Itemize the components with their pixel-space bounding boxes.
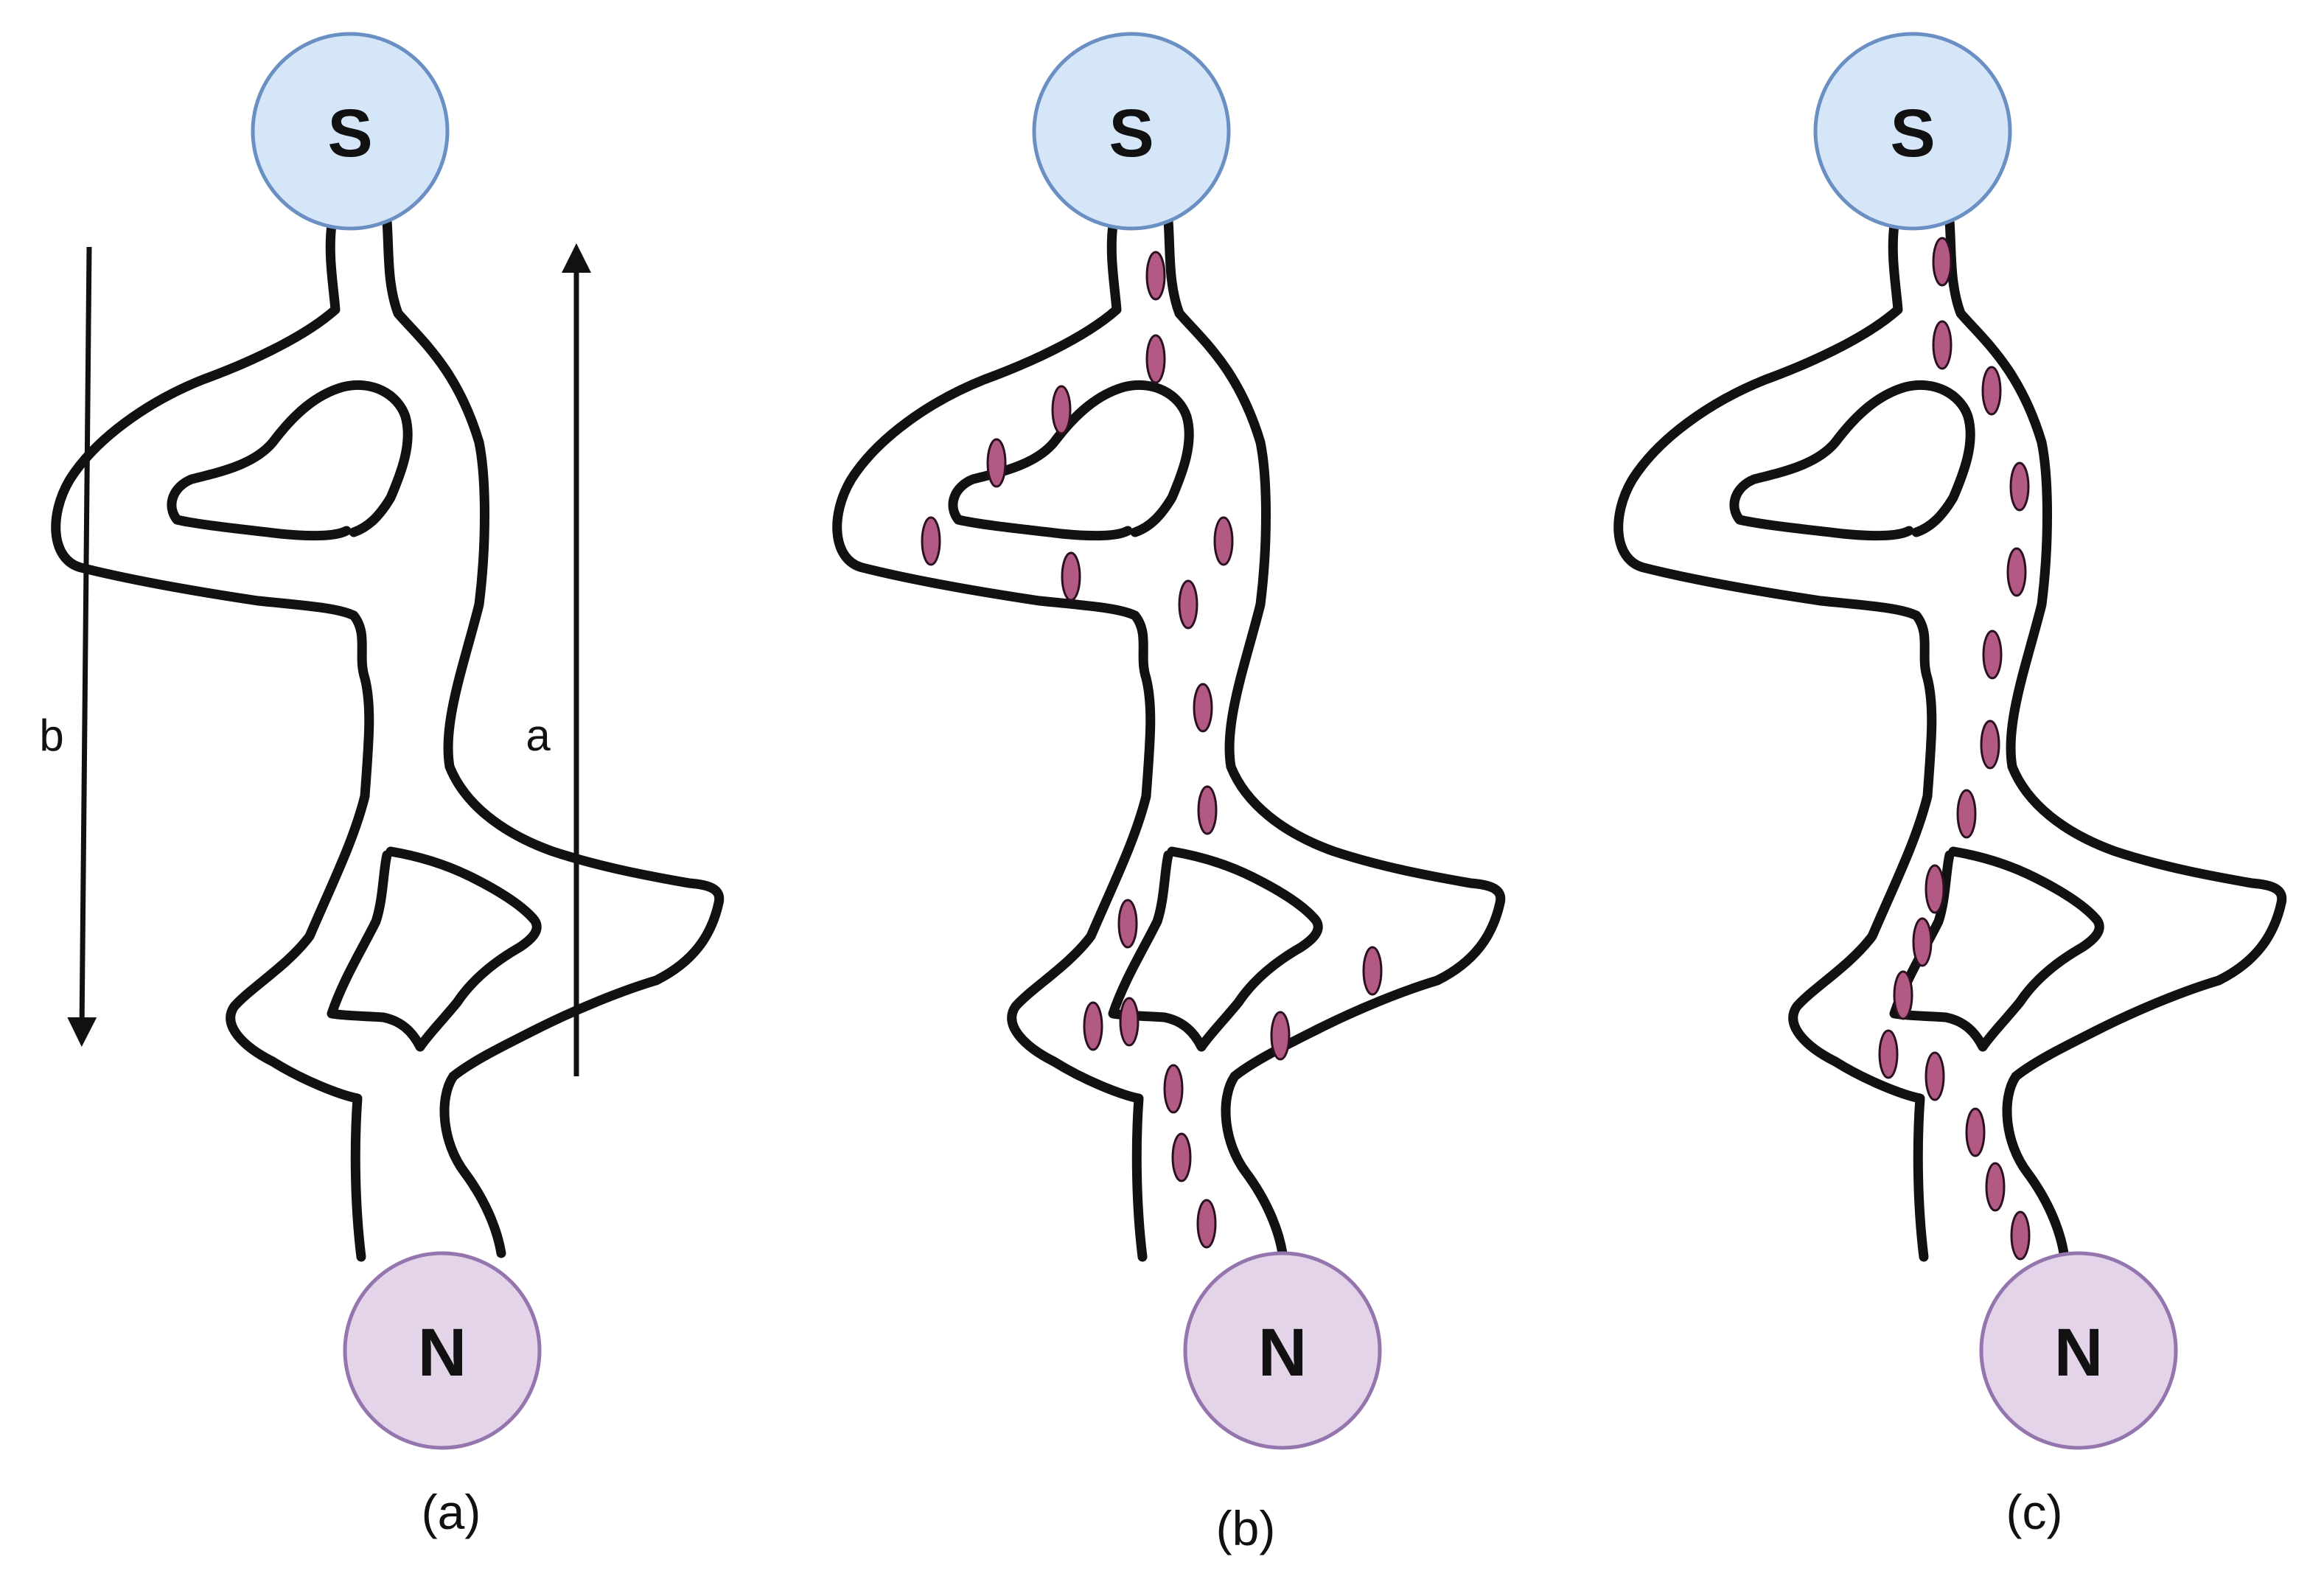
arrow-label-b: b (39, 711, 63, 760)
source-label: S (1109, 96, 1154, 171)
source-circle (251, 32, 450, 231)
sink-label: N (2054, 1315, 2103, 1390)
source-label: S (327, 96, 372, 171)
channel-network (1619, 221, 2282, 1257)
particle (1912, 917, 1933, 967)
panel-b: S N (b) (837, 32, 1501, 1555)
particle (1893, 970, 1913, 1020)
source-circle (1032, 32, 1231, 231)
particle (1213, 516, 1234, 566)
source-node: S (1813, 32, 2012, 231)
sink-circle (343, 1251, 542, 1450)
particle (1061, 551, 1081, 602)
particle (1980, 719, 2000, 770)
sink-circle (1979, 1251, 2178, 1450)
particle (1178, 579, 1198, 630)
sink-label: N (418, 1315, 467, 1390)
particle (1932, 237, 1953, 287)
source-circle (1813, 32, 2012, 231)
source-node: S (1032, 32, 1231, 231)
particle (986, 438, 1007, 488)
particle (1981, 366, 2002, 416)
particle (1270, 1011, 1291, 1061)
particle (1925, 1051, 1945, 1101)
sink-node: N (1183, 1251, 1382, 1450)
particle (1163, 1064, 1184, 1114)
particle (1878, 1029, 1899, 1079)
panel-caption: (c) (2006, 1485, 2063, 1539)
particle (1985, 1162, 2006, 1212)
particle (1117, 899, 1138, 949)
particle (1197, 785, 1218, 835)
particle (1119, 997, 1140, 1047)
particle (1051, 385, 1072, 435)
channel-network (56, 221, 719, 1257)
particle (1193, 683, 1213, 733)
panel-c: S N (c) (1619, 32, 2282, 1539)
particle (1925, 864, 1945, 914)
panel-a: S N (a) (56, 32, 719, 1539)
downward-arrow (67, 246, 97, 1047)
particle (2009, 461, 2030, 512)
sink-label: N (1258, 1315, 1307, 1390)
particle (1196, 1199, 1217, 1249)
particle (1932, 320, 1953, 370)
arrow-label-a: a (526, 711, 551, 760)
panel-caption: (b) (1216, 1501, 1276, 1555)
particle (921, 516, 941, 566)
particle (1956, 789, 1977, 839)
particle (1362, 946, 1383, 996)
source-label: S (1890, 96, 1935, 171)
particle (1982, 630, 2003, 680)
sink-circle (1183, 1251, 1382, 1450)
particle (1965, 1107, 1986, 1157)
sink-node: N (343, 1251, 542, 1450)
particle (1145, 334, 1166, 384)
source-node: S (251, 32, 450, 231)
sink-node: N (1979, 1251, 2178, 1450)
particle (1145, 251, 1166, 301)
particle (1083, 1001, 1103, 1051)
particle (2006, 547, 2027, 597)
particle (2010, 1210, 2031, 1261)
particle (1171, 1132, 1192, 1182)
panel-caption: (a) (422, 1485, 481, 1539)
